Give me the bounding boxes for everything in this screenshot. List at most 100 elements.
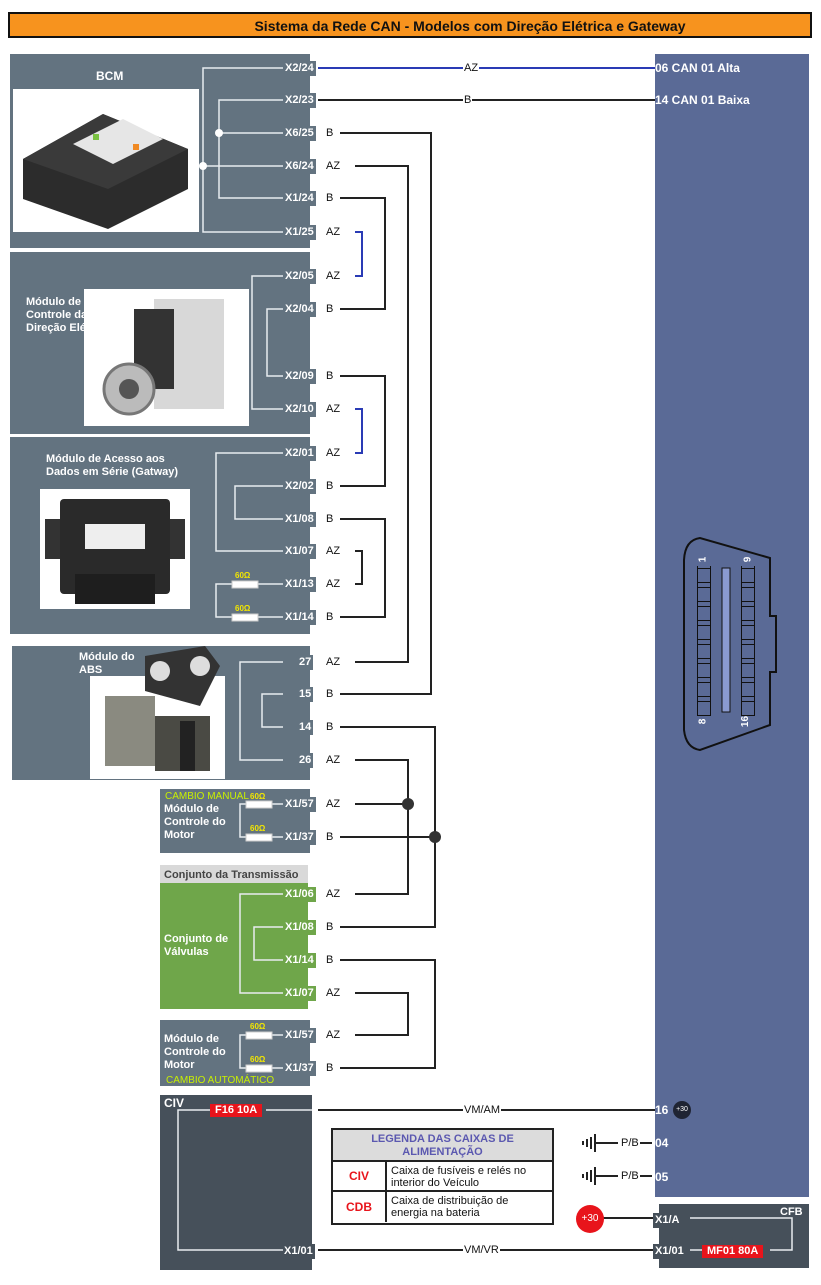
resistor-icon xyxy=(231,580,259,589)
civ-label: CIV xyxy=(164,1096,185,1110)
ground-icon xyxy=(582,1167,596,1185)
civ-pin-x1-01: X1/01 xyxy=(282,1244,315,1259)
legend-code: CIV xyxy=(333,1162,387,1190)
ecm-manual-pin: X1/57 xyxy=(283,797,316,812)
dlc-pin-04: 04 xyxy=(655,1136,669,1150)
wire-bcm-abs-b xyxy=(340,132,432,695)
junction-dot xyxy=(215,129,223,137)
resistor-icon xyxy=(245,800,273,809)
ecm-auto-pin: X1/37 xyxy=(283,1061,316,1076)
ground-icon xyxy=(582,1134,596,1152)
wire-abs-valves-az xyxy=(355,759,409,895)
cfb-fuse: MF01 80A xyxy=(702,1245,764,1258)
resistor-icon xyxy=(245,1031,273,1040)
dlc-pin-14: 14 CAN 01 Baixa xyxy=(655,93,750,107)
gateway-pin: X1/13 xyxy=(283,577,316,592)
wire-abs-valves-b xyxy=(340,726,436,928)
obd-label-8: 8 xyxy=(697,718,709,725)
gateway-image xyxy=(45,499,185,604)
wire-valves-ecm-b xyxy=(340,959,436,1069)
bcm-pin: X6/25 xyxy=(283,126,316,141)
wire-label: B xyxy=(325,127,335,139)
cfb-pin-x1-a: X1/A xyxy=(653,1213,682,1228)
wire-label: P/B xyxy=(620,1170,640,1182)
legend-desc: Caixa de distribuição de energia na bate… xyxy=(391,1195,509,1219)
wire-bcm-abs-az xyxy=(355,165,409,663)
bcm-pin: X1/24 xyxy=(283,191,316,206)
wire-label: AZ xyxy=(325,270,342,282)
ecm-manual-label: Módulo de Controle do Motor xyxy=(164,803,226,841)
resistor-value: 60Ω xyxy=(250,1022,266,1031)
obd-label-1: 1 xyxy=(697,556,709,563)
title-bar: Sistema da Rede CAN - Modelos com Direçã… xyxy=(8,12,812,38)
eps-pin: X2/09 xyxy=(283,369,316,384)
obd-pins-left xyxy=(697,566,711,716)
wire-label: B xyxy=(325,921,335,933)
wire-label: AZ xyxy=(463,62,480,74)
wire-label: B xyxy=(325,688,335,700)
wire-label: AZ xyxy=(325,226,342,238)
bcm-internal-line xyxy=(202,67,283,233)
bcm-label: BCM xyxy=(96,69,124,83)
wire-label: B xyxy=(325,611,335,623)
bcm-pin: X6/24 xyxy=(283,159,316,174)
valves-pin: X1/07 xyxy=(283,986,316,1001)
legend-code: CDB xyxy=(333,1192,387,1222)
eps-pin: X2/05 xyxy=(283,269,316,284)
gateway-pin: X1/08 xyxy=(283,512,316,527)
cambio-manual-tag: CAMBIO MANUAL xyxy=(165,791,249,802)
bcm-image xyxy=(23,114,188,229)
bcm-pin: X2/24 xyxy=(283,61,316,76)
dlc-pin-05: 05 xyxy=(655,1170,669,1184)
wire-label: VM/VR xyxy=(463,1244,500,1256)
gateway-photo xyxy=(40,489,190,609)
resistor-value: 60Ω xyxy=(250,792,266,801)
valves-pin: X1/14 xyxy=(283,953,316,968)
resistor-value: 60Ω xyxy=(235,571,251,580)
junction-dot xyxy=(402,798,414,810)
wire-label: AZ xyxy=(325,578,342,590)
wire-label: AZ xyxy=(325,447,342,459)
resistor-icon xyxy=(245,1064,273,1073)
wire-bcm-eps-az xyxy=(355,231,363,277)
plus30-badge: +30 xyxy=(673,1101,691,1119)
valves-pin: X1/08 xyxy=(283,920,316,935)
junction-dot xyxy=(429,831,441,843)
eps-photo xyxy=(84,289,249,426)
abs-image xyxy=(90,646,225,779)
valves-label: Conjunto de Válvulas xyxy=(164,933,229,958)
obd-label-16: 16 xyxy=(740,715,752,728)
gateway-pin: X2/02 xyxy=(283,479,316,494)
wire-label: P/B xyxy=(620,1137,640,1149)
junction-dot xyxy=(199,162,207,170)
abs-pin: 14 xyxy=(297,720,314,735)
eps-pin: X2/04 xyxy=(283,302,316,317)
abs-photo xyxy=(90,646,225,779)
eps-image xyxy=(102,299,224,416)
wire-label: VM/AM xyxy=(463,1104,502,1116)
resistor-value: 60Ω xyxy=(235,604,251,613)
legend-desc: Caixa de fusíveis e relés no interior do… xyxy=(391,1165,527,1189)
gateway-pin: X1/14 xyxy=(283,610,316,625)
wire-bcm-eps-b xyxy=(340,197,386,310)
obd-label-9: 9 xyxy=(742,556,754,563)
ecm-auto-pin: X1/57 xyxy=(283,1028,316,1043)
cambio-auto-tag: CAMBIO AUTOMÁTICO xyxy=(166,1075,275,1086)
wire-label: AZ xyxy=(325,1029,342,1041)
plus30-supply-text: +30 xyxy=(581,1213,599,1224)
legend-title: LEGENDA DAS CAIXAS DE ALIMENTAÇÃO xyxy=(333,1130,552,1162)
wire-valves-ecm-az xyxy=(355,992,409,1036)
plus30-supply-icon: +30 xyxy=(576,1205,604,1233)
wire-label: B xyxy=(325,480,335,492)
eps-pin: X2/10 xyxy=(283,402,316,417)
wire-label: AZ xyxy=(325,656,342,668)
wire-label: B xyxy=(325,831,335,843)
legend-row: CDB Caixa de distribuição de energia na … xyxy=(333,1192,552,1222)
transmission-header-text: Conjunto da Transmissão xyxy=(164,869,299,881)
ecm-manual-pin: X1/37 xyxy=(283,830,316,845)
dlc-pin-16: 16 xyxy=(655,1103,669,1117)
wire-label: AZ xyxy=(325,403,342,415)
plus30-badge-text: +30 xyxy=(676,1106,688,1113)
abs-pin: 15 xyxy=(297,687,314,702)
civ-fuse: F16 10A xyxy=(210,1104,263,1117)
